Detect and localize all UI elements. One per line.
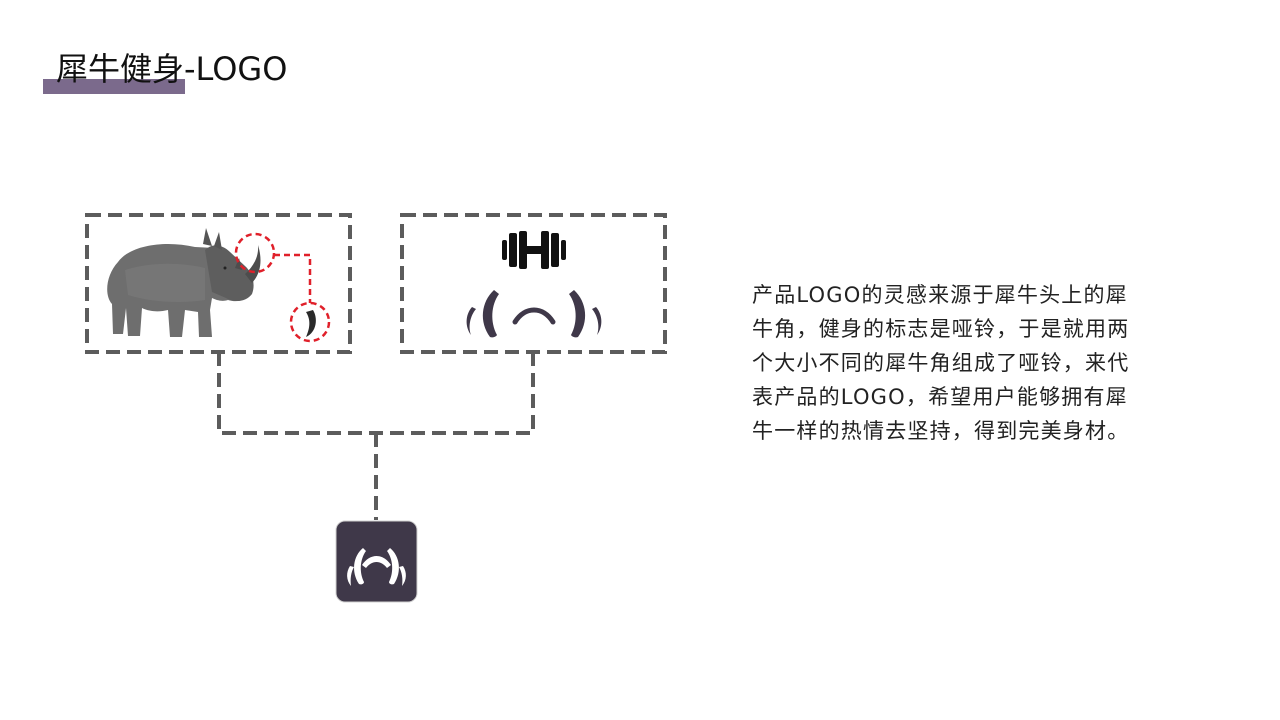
page-title: 犀牛健身-LOGO xyxy=(56,50,288,88)
rhino-fitness-logo-icon xyxy=(335,520,418,603)
horn-shapes xyxy=(466,290,602,338)
horn-circle-marks xyxy=(234,232,331,343)
description-line: 表产品的LOGO，希望用户能够拥有犀 xyxy=(752,385,1128,409)
dumbbell-panel xyxy=(400,213,667,354)
connector-lines xyxy=(217,352,535,520)
dumbbell-icon xyxy=(502,231,566,269)
rhino-panel xyxy=(85,213,352,354)
description-line: 牛一样的热情去坚持，得到完美身材。 xyxy=(752,419,1130,443)
description-line: 个大小不同的犀牛角组成了哑铃，来代 xyxy=(752,351,1130,375)
logo-description: 产品LOGO的灵感来源于犀牛头上的犀 牛角，健身的标志是哑铃，于是就用两 个大小… xyxy=(752,278,1212,448)
rhino-image xyxy=(107,228,261,337)
title-accent-bar xyxy=(43,79,185,94)
description-line: 产品LOGO的灵感来源于犀牛头上的犀 xyxy=(752,283,1128,307)
extracted-horn-icon xyxy=(306,310,316,337)
description-line: 牛角，健身的标志是哑铃，于是就用两 xyxy=(752,317,1130,341)
